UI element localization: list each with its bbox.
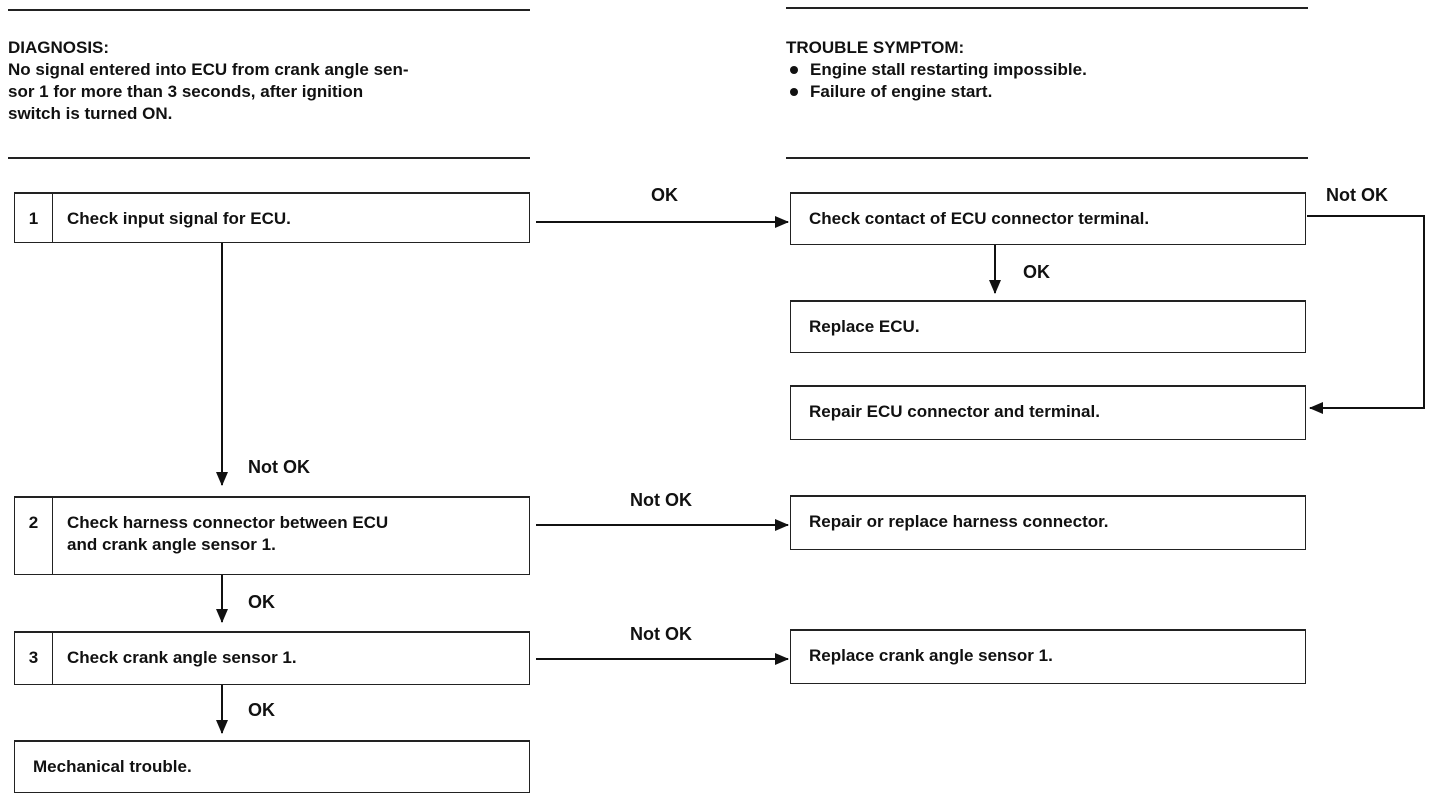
repair-harness-box: Repair or replace harness connector. [790,495,1306,550]
label-step3-not-ok: Not OK [630,624,692,644]
step-text: Check crank angle sensor 1. [67,648,297,667]
label-step2-not-ok: Not OK [630,490,692,510]
outcome-text: Mechanical trouble. [33,757,192,776]
label-step1-not-ok: Not OK [248,457,310,477]
step-text-line: Check harness connector between ECU [67,513,389,532]
step-text-line: and crank angle sensor 1. [67,535,276,554]
step-text: Check harness connector between ECU and … [67,512,519,556]
replace-ecu-box: Replace ECU. [790,300,1306,353]
diagnosis-section: DIAGNOSIS: No signal entered into ECU fr… [8,37,538,125]
symptom-item: Failure of engine start. [786,81,1316,103]
symptom-item-text: Engine stall restarting impossible. [810,60,1087,79]
step-number: 3 [15,633,53,684]
label-step1-ok: OK [651,185,678,205]
step-number: 1 [15,194,53,242]
mechanical-trouble-box: Mechanical trouble. [14,740,530,793]
label-contact-ok: OK [1023,262,1050,282]
bullet-icon [790,65,798,74]
symptom-title: TROUBLE SYMPTOM: [786,38,965,57]
replace-sensor-box: Replace crank angle sensor 1. [790,629,1306,684]
outcome-text: Repair or replace harness connector. [809,512,1109,531]
diagnosis-line: No signal entered into ECU from crank an… [8,60,409,79]
symptom-item: Engine stall restarting impossible. [786,59,1316,81]
label-contact-not-ok: Not OK [1326,185,1388,205]
step-text: Check input signal for ECU. [67,209,291,228]
diagnosis-line: switch is turned ON. [8,104,173,123]
diagnosis-line: sor 1 for more than 3 seconds, after ign… [8,82,364,101]
step-2-box: 2 Check harness connector between ECU an… [14,496,530,575]
symptom-item-text: Failure of engine start. [810,82,993,101]
outcome-text: Repair ECU connector and terminal. [809,402,1100,421]
repair-connector-box: Repair ECU connector and terminal. [790,385,1306,440]
outcome-text: Replace ECU. [809,317,920,336]
symptom-top-rule [786,7,1308,9]
diagnosis-bottom-rule [8,157,530,159]
symptom-section: TROUBLE SYMPTOM: Engine stall restarting… [786,37,1316,103]
outcome-text: Replace crank angle sensor 1. [809,646,1053,665]
label-step2-ok: OK [248,592,275,612]
bullet-icon [790,87,798,96]
diagnosis-top-rule [8,9,530,11]
check-contact-box: Check contact of ECU connector terminal. [790,192,1306,245]
diagnosis-title: DIAGNOSIS: [8,38,110,57]
label-step3-ok: OK [248,700,275,720]
step-number: 2 [15,498,53,574]
connector-contact-not-ok [1307,215,1425,414]
outcome-text: Check contact of ECU connector terminal. [809,209,1150,228]
step-1-box: 1 Check input signal for ECU. [14,192,530,243]
step-3-box: 3 Check crank angle sensor 1. [14,631,530,685]
symptom-bottom-rule [786,157,1308,159]
